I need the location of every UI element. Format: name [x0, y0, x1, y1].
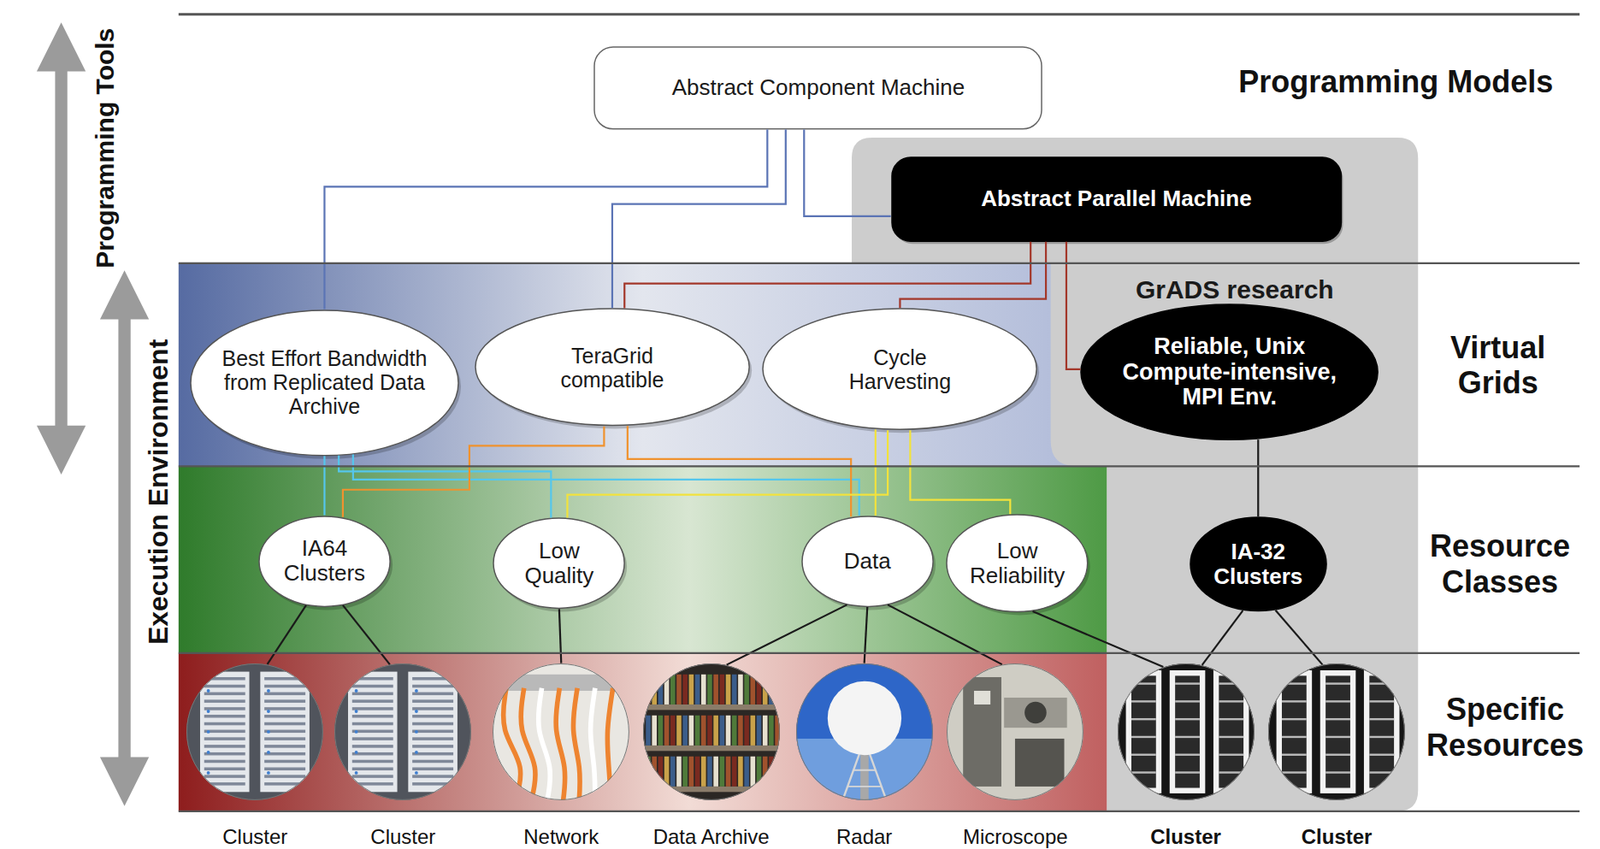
photo-caption: Cluster — [1150, 825, 1222, 849]
label-holder: Execution Environment — [142, 295, 175, 689]
resource-photo: Data Archive — [643, 663, 780, 849]
photo-circle — [643, 663, 780, 801]
layer-label: Virtual Grids — [1412, 330, 1584, 402]
double-arrow — [100, 270, 149, 807]
ellipse-text: IA64 Clusters — [277, 536, 372, 586]
connector-line — [864, 607, 868, 664]
photo-circle — [1268, 663, 1406, 801]
ellipse-text: Data — [844, 549, 892, 574]
connector-line — [559, 608, 561, 663]
double-arrow — [36, 22, 86, 475]
label-holder: Specific Resources — [1419, 691, 1591, 763]
connector-line — [909, 430, 1010, 514]
photo-caption: Microscope — [962, 825, 1069, 849]
label-holder: Programming Tools — [90, 0, 121, 319]
photo-caption: Radar — [836, 825, 892, 849]
connector-line — [887, 604, 1003, 665]
ellipse-text: Low Quality — [512, 538, 607, 589]
virtual-grid-band — [178, 263, 1108, 467]
resource-class-ellipse: IA64 Clusters — [258, 515, 391, 608]
specific-resource-band — [178, 653, 1108, 812]
resource-class-ellipse: Low Reliability — [945, 513, 1089, 613]
photo-caption: Data Archive — [653, 825, 770, 849]
photo-circle — [1117, 663, 1255, 801]
ellipse-text: Best Effort Bandwidth from Replicated Da… — [200, 346, 449, 419]
box-text: Abstract Parallel Machine — [980, 186, 1252, 212]
parallel-machine-box: Abstract Parallel Machine — [891, 156, 1342, 243]
virtual-grid-ellipse: Best Effort Bandwidth from Replicated Da… — [189, 309, 460, 457]
connector-line — [342, 605, 390, 665]
resource-photo: Network — [492, 663, 630, 849]
layer-label: Programming Models — [1198, 64, 1593, 100]
resource-photo: Cluster — [334, 663, 472, 849]
ellipse-text: Low Reliability — [962, 538, 1074, 589]
connector-line — [566, 430, 888, 518]
connector-line — [324, 129, 768, 310]
connector-line — [353, 454, 860, 516]
component-machine-box: Abstract Component Machine — [593, 46, 1043, 130]
label-holder: Virtual Grids — [1412, 330, 1584, 402]
region-heading: GrADS research — [1050, 275, 1419, 305]
research-region: GrADS research Abstract Parallel MachineR… — [851, 137, 1418, 812]
resource-class-ellipse: IA-32 Clusters — [1189, 516, 1328, 612]
connector-line — [874, 429, 877, 516]
resource-class-ellipse: Low Quality — [492, 517, 626, 609]
virtual-grid-ellipse: Reliable, Unix Compute-intensive, MPI En… — [1080, 303, 1379, 441]
label-holder: Resource Classes — [1414, 528, 1586, 600]
resource-class-band — [178, 466, 1108, 653]
resource-photo: Radar — [796, 663, 933, 849]
photo-circle — [334, 663, 472, 801]
virtual-grid-ellipse: TeraGrid compatible — [474, 307, 750, 426]
resource-photo: Cluster — [1268, 663, 1406, 849]
photo-circle — [186, 663, 324, 801]
virtual-grid-ellipse: Cycle Harvesting — [761, 307, 1038, 431]
connector-line — [267, 605, 307, 665]
ellipse-text: TeraGrid compatible — [543, 343, 681, 392]
ellipse-text: IA-32 Clusters — [1206, 539, 1310, 590]
photo-caption: Cluster — [370, 825, 436, 849]
ellipse-text: Cycle Harvesting — [831, 345, 969, 394]
resource-class-ellipse: Data — [801, 515, 934, 608]
box-text: Abstract Component Machine — [672, 75, 966, 101]
region-outline — [851, 137, 1418, 812]
axis-label: Execution Environment — [142, 295, 175, 689]
photo-circle — [492, 663, 630, 801]
axis-label: Programming Tools — [90, 0, 121, 319]
connector-line — [726, 604, 848, 665]
photo-circle — [796, 663, 933, 801]
connector-line — [338, 455, 551, 519]
resource-photo: Cluster — [1117, 663, 1255, 849]
photo-caption: Network — [523, 825, 599, 849]
layer-label: Resource Classes — [1414, 528, 1586, 600]
photo-circle — [946, 663, 1084, 801]
resource-photo: Microscope — [946, 663, 1084, 849]
connector-line — [323, 455, 325, 515]
connector-line — [612, 129, 786, 309]
photo-caption: Cluster — [222, 825, 288, 849]
connector-line — [627, 425, 851, 517]
photo-caption: Cluster — [1301, 825, 1373, 849]
ellipse-text: Reliable, Unix Compute-intensive, MPI En… — [1111, 334, 1347, 411]
layer-label: Specific Resources — [1419, 691, 1591, 763]
label-holder: Programming Models — [1198, 64, 1593, 100]
resource-photo: Cluster — [186, 663, 324, 849]
